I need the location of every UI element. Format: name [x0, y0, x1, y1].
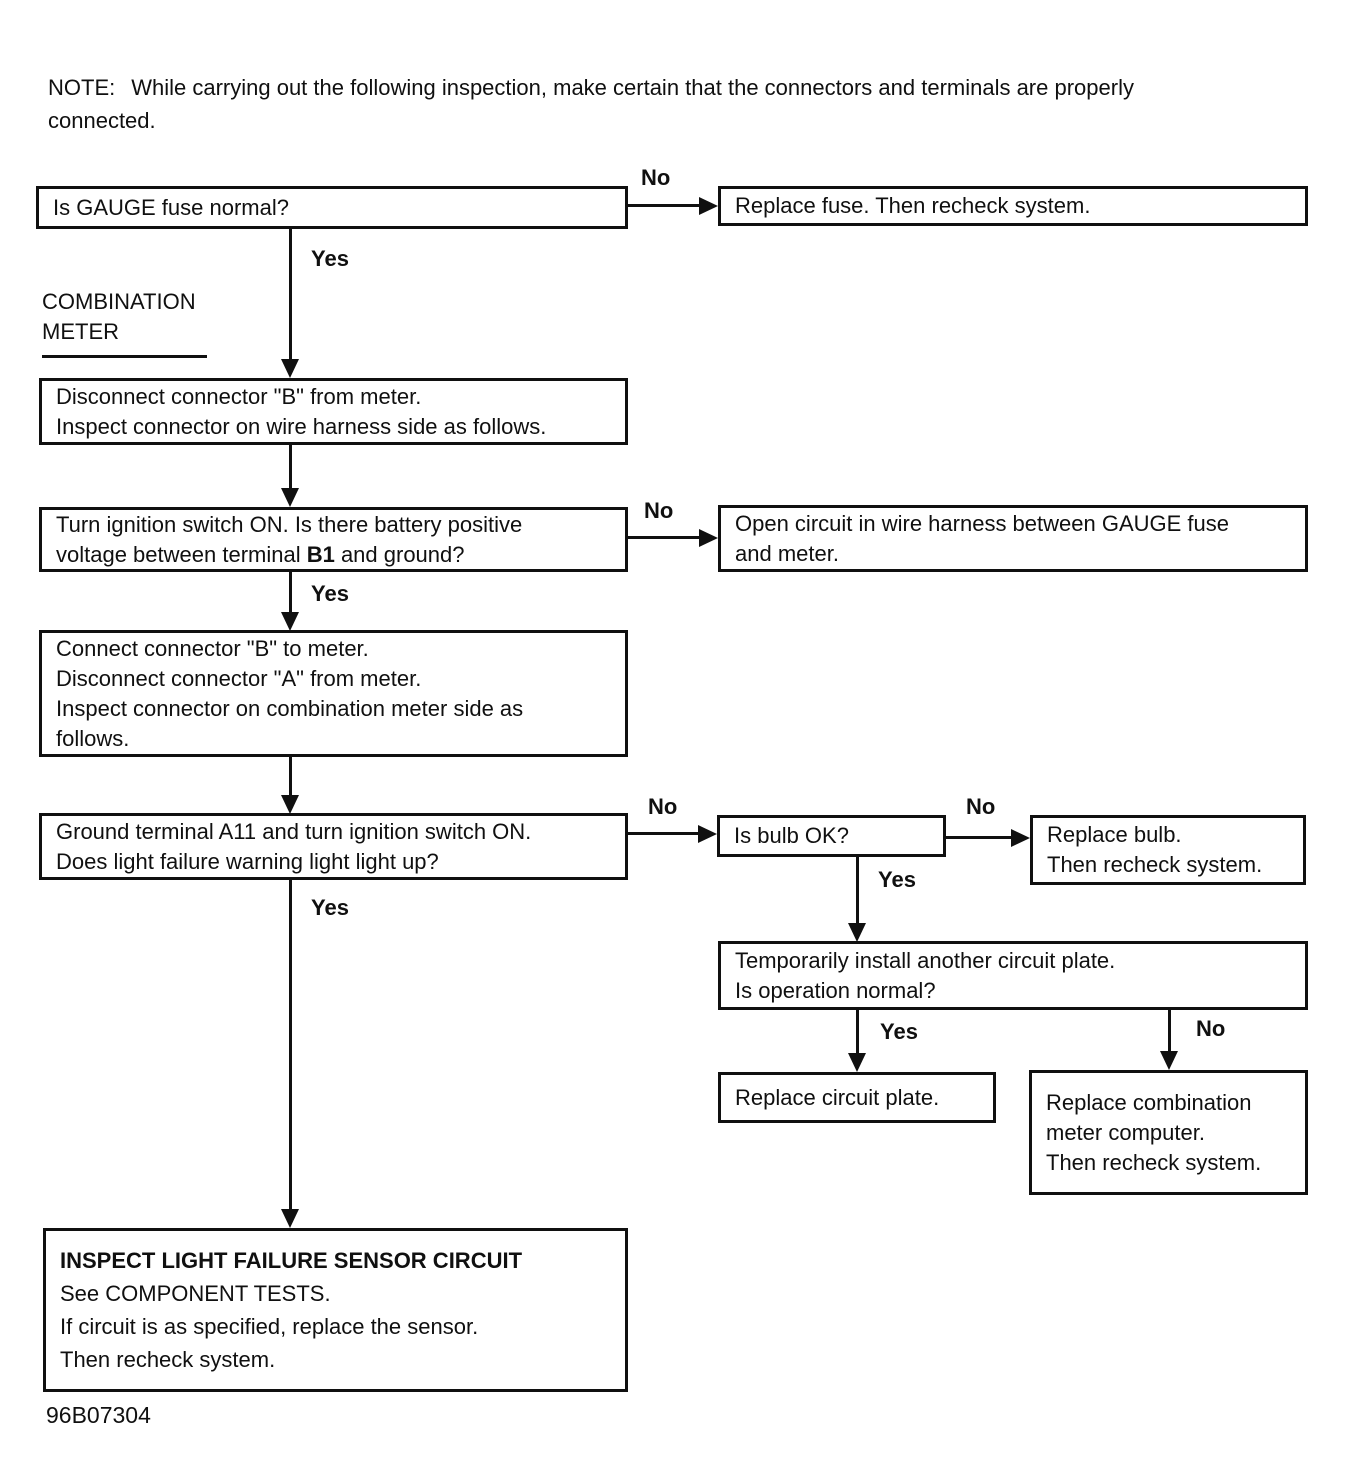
flow-box-line: Replace bulb.: [1047, 822, 1182, 847]
flow-box-line: Inspect connector on wire harness side a…: [56, 413, 547, 439]
flow-box-inspect-light-failure-sensor: INSPECT LIGHT FAILURE SENSOR CIRCUIT See…: [43, 1228, 628, 1392]
flow-box-line: Then recheck system.: [1047, 852, 1263, 877]
combination-meter-line2: METER: [42, 319, 119, 344]
arrow-line-gauge-to-replace-fuse: [628, 204, 702, 207]
flow-box-disconnect-connector-b: Disconnect connector "B" from meter. Ins…: [39, 378, 628, 445]
note-line1: NOTE: While carrying out the following in…: [48, 71, 1308, 104]
flow-box-line: Is operation normal?: [735, 977, 936, 1003]
flow-box-replace-fuse: Replace fuse. Then recheck system.: [718, 186, 1308, 226]
arrow-line-voltage-to-open-circuit: [628, 536, 702, 539]
flow-box-line: follows.: [56, 725, 130, 751]
flow-box-line: Ground terminal A11 and turn ignition sw…: [56, 818, 532, 844]
branch-label-yes-4: Yes: [880, 1019, 918, 1044]
line-segment: voltage between terminal: [56, 541, 307, 567]
arrow-line-bulb-yes-down: [856, 857, 859, 925]
arrowhead-down-icon: [281, 795, 299, 814]
flow-box-gauge-fuse-question: Is GAUGE fuse normal?: [36, 186, 628, 229]
combination-meter-label: COMBINATION METER: [42, 287, 207, 358]
flow-box-battery-voltage-question: Turn ignition switch ON. Is there batter…: [39, 507, 628, 572]
flow-box-replace-bulb: Replace bulb. Then recheck system.: [1030, 815, 1306, 885]
flow-box-line: and meter.: [735, 540, 839, 566]
arrow-line-voltage-yes-down: [289, 572, 292, 614]
flow-box-ground-a11-question: Ground terminal A11 and turn ignition sw…: [39, 813, 628, 880]
line-segment: and ground?: [334, 541, 465, 567]
flow-box-replace-meter-computer: Replace combination meter computer. Then…: [1029, 1070, 1308, 1195]
flow-box-bulb-question: Is bulb OK?: [717, 815, 946, 857]
arrowhead-right-icon: [699, 529, 718, 547]
arrowhead-right-icon: [699, 197, 718, 215]
arrow-line-bulb-to-replace-bulb: [946, 836, 1012, 839]
arrow-line-ground-to-bulb: [628, 832, 699, 835]
flow-box-line: See COMPONENT TESTS.: [60, 1281, 331, 1306]
flow-box-line: Then recheck system.: [1046, 1149, 1262, 1175]
flow-box-line: Then recheck system.: [60, 1347, 276, 1372]
branch-label-no-3: No: [648, 794, 678, 819]
arrow-line-to-ground-a11: [289, 757, 292, 797]
flow-box-text: Is bulb OK?: [734, 823, 849, 848]
flow-box-title: INSPECT LIGHT FAILURE SENSOR CIRCUIT: [60, 1248, 523, 1273]
note-paragraph: NOTE: While carrying out the following in…: [48, 71, 1308, 137]
flow-box-line: Replace combination: [1046, 1089, 1252, 1115]
note-line2: connected.: [48, 108, 156, 133]
flow-box-line: Disconnect connector "A" from meter.: [56, 665, 422, 691]
flow-box-line: Does light failure warning light light u…: [56, 848, 439, 874]
flow-box-line: Open circuit in wire harness between GAU…: [735, 510, 1230, 536]
flow-box-connect-b-disconnect-a: Connect connector "B" to meter. Disconne…: [39, 630, 628, 757]
flow-box-text: Replace fuse. Then recheck system.: [735, 193, 1091, 218]
branch-label-no-1: No: [641, 165, 671, 190]
flow-box-text: Is GAUGE fuse normal?: [53, 194, 289, 220]
branch-label-no-5: No: [1196, 1016, 1226, 1041]
arrow-line-to-battery-voltage: [289, 445, 292, 489]
note-text: While carrying out the following inspect…: [131, 75, 1134, 100]
flow-box-line: Disconnect connector "B" from meter.: [56, 383, 422, 409]
arrowhead-down-icon: [848, 923, 866, 942]
note-label: NOTE:: [48, 75, 116, 100]
arrow-line-gauge-yes-down: [289, 229, 292, 361]
flow-box-line: Turn ignition switch ON. Is there batter…: [56, 511, 523, 537]
arrowhead-right-icon: [1011, 829, 1030, 847]
branch-label-yes-3: Yes: [878, 867, 916, 892]
figure-id: 96B07304: [46, 1402, 151, 1428]
arrowhead-right-icon: [698, 825, 717, 843]
flow-box-open-circuit: Open circuit in wire harness between GAU…: [718, 505, 1308, 572]
arrow-line-ground-yes-down: [289, 880, 292, 1210]
branch-label-no-2: No: [644, 498, 674, 523]
flow-box-line: Inspect connector on combination meter s…: [56, 695, 524, 721]
arrowhead-down-icon: [281, 1209, 299, 1228]
flow-box-circuit-plate-question: Temporarily install another circuit plat…: [718, 941, 1308, 1010]
combination-meter-line1: COMBINATION: [42, 289, 196, 314]
flow-box-line: meter computer.: [1046, 1119, 1205, 1145]
branch-label-yes-5: Yes: [311, 895, 349, 920]
flow-box-replace-circuit-plate: Replace circuit plate.: [718, 1072, 996, 1123]
branch-label-yes-2: Yes: [311, 581, 349, 606]
arrowhead-down-icon: [281, 612, 299, 631]
arrowhead-down-icon: [281, 359, 299, 378]
arrowhead-down-icon: [1160, 1051, 1178, 1070]
arrow-line-plate-yes-down: [856, 1010, 859, 1055]
terminal-id-b1: B1: [306, 541, 335, 567]
arrowhead-down-icon: [281, 488, 299, 507]
arrowhead-down-icon: [848, 1053, 866, 1072]
flow-box-text: Replace circuit plate.: [735, 1084, 940, 1110]
flow-box-line: Temporarily install another circuit plat…: [735, 947, 1116, 973]
arrow-line-plate-no-down: [1168, 1010, 1171, 1053]
flow-box-line: voltage between terminal B1 and ground?: [56, 540, 611, 570]
flow-box-line: Connect connector "B" to meter.: [56, 635, 369, 661]
branch-label-no-4: No: [966, 794, 996, 819]
branch-label-yes-1: Yes: [311, 246, 349, 271]
flow-box-line: If circuit is as specified, replace the …: [60, 1314, 479, 1339]
